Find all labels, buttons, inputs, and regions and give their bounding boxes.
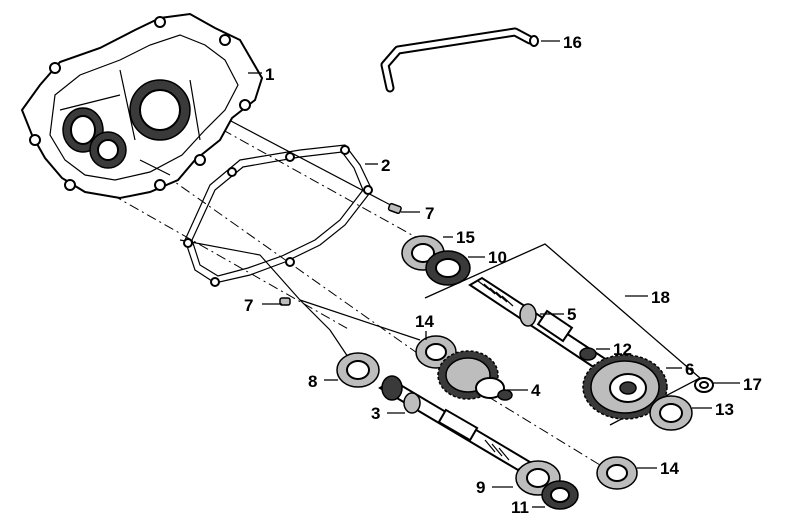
callout-11: 11 xyxy=(511,498,529,517)
dowel-pin-lower-part xyxy=(279,297,291,306)
callout-18: 18 xyxy=(651,288,670,307)
callout-10: 10 xyxy=(488,248,507,267)
callout-7-lower: 7 xyxy=(244,296,253,315)
callout-14-upper: 14 xyxy=(415,312,434,331)
oil-seal-10-part xyxy=(425,250,471,286)
callout-6: 6 xyxy=(685,360,694,379)
callout-17: 17 xyxy=(743,375,762,394)
callout-7-upper: 7 xyxy=(425,204,434,223)
washer-17-part xyxy=(694,377,714,393)
breather-tube-part xyxy=(380,27,539,93)
callout-4: 4 xyxy=(531,381,541,400)
circlip-12-part xyxy=(579,347,597,361)
leader-lines xyxy=(248,40,740,508)
gear-4-part xyxy=(437,350,513,401)
callout-2: 2 xyxy=(381,156,390,175)
callout-1: 1 xyxy=(265,65,274,84)
final-gear-6-part xyxy=(582,354,668,420)
seal-11-part xyxy=(541,480,579,510)
bearing-14-lower-part xyxy=(596,456,638,490)
callout-12: 12 xyxy=(613,340,632,359)
counter-shaft-part xyxy=(378,375,532,472)
callout-16: 16 xyxy=(563,33,582,52)
callout-15: 15 xyxy=(456,228,475,247)
bearing-13-part xyxy=(649,395,693,431)
gasket-part xyxy=(183,144,373,287)
callout-13: 13 xyxy=(715,400,734,419)
callout-9: 9 xyxy=(476,478,485,497)
crankcase-cover-part xyxy=(20,12,264,200)
dowel-pin-upper-part xyxy=(387,202,402,214)
callout-3: 3 xyxy=(371,404,380,423)
callout-14-lower: 14 xyxy=(660,459,679,478)
callout-5: 5 xyxy=(567,305,576,324)
bearing-8-part xyxy=(336,352,380,388)
callout-8: 8 xyxy=(308,372,317,391)
